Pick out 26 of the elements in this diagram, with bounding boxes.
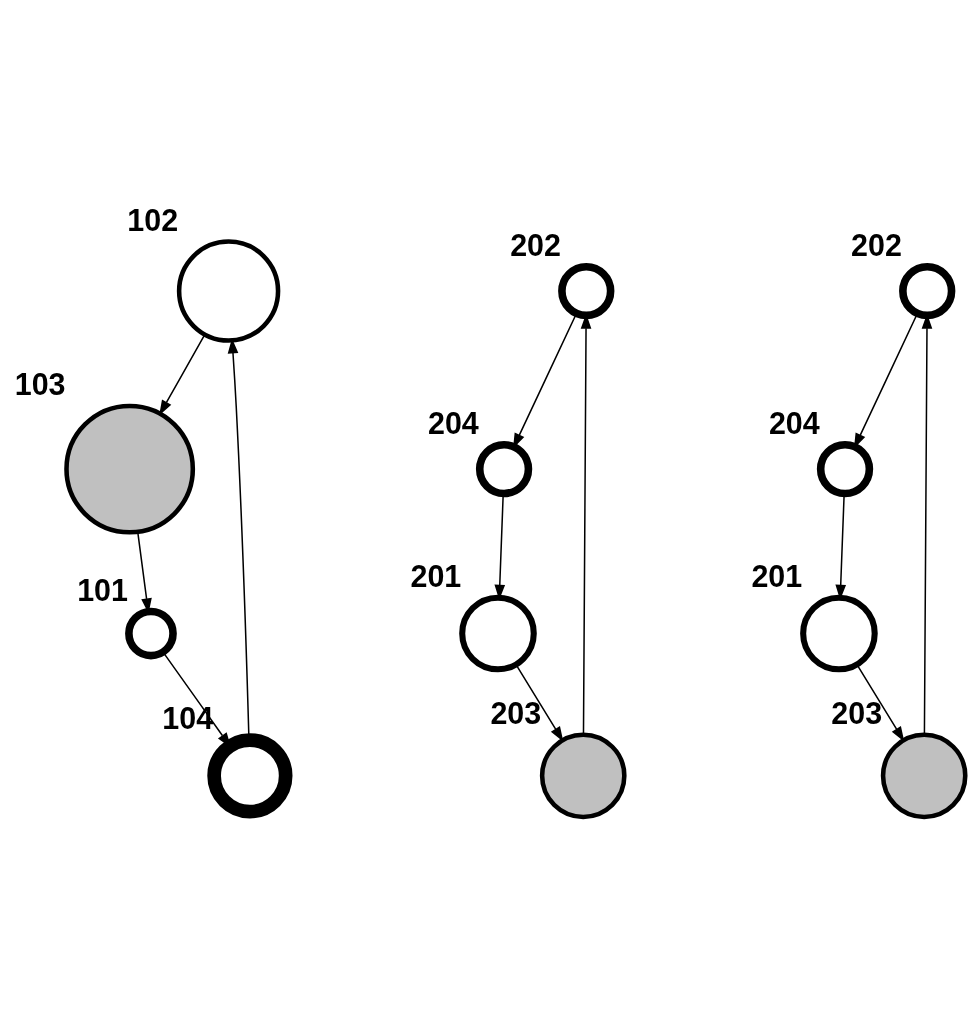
node-circle: [558, 262, 615, 320]
node-label: 201: [751, 559, 803, 594]
arrow: [856, 663, 905, 742]
node-circle: [64, 403, 196, 535]
arrow: [515, 663, 564, 742]
node-circle: [816, 440, 874, 498]
node-label: 103: [14, 367, 66, 402]
arrow: [159, 333, 206, 416]
node-label: 203: [831, 696, 883, 731]
node-circle: [125, 607, 177, 660]
node-label: 102: [127, 202, 179, 237]
node-label: 203: [490, 696, 542, 731]
node-circle: [176, 239, 281, 343]
node-label: 201: [410, 559, 462, 594]
node-circle: [899, 262, 956, 320]
node-label: 101: [77, 572, 128, 607]
node-circle: [800, 594, 878, 673]
node-circle: [459, 594, 537, 673]
node-label: 204: [768, 406, 820, 441]
node-label: 202: [510, 228, 561, 263]
node-label: 104: [162, 701, 214, 736]
node-circle: [475, 440, 533, 498]
node-label: 202: [851, 228, 902, 263]
node-circle: [880, 732, 968, 820]
node-circle: [539, 732, 627, 820]
node-label: 204: [427, 406, 479, 441]
